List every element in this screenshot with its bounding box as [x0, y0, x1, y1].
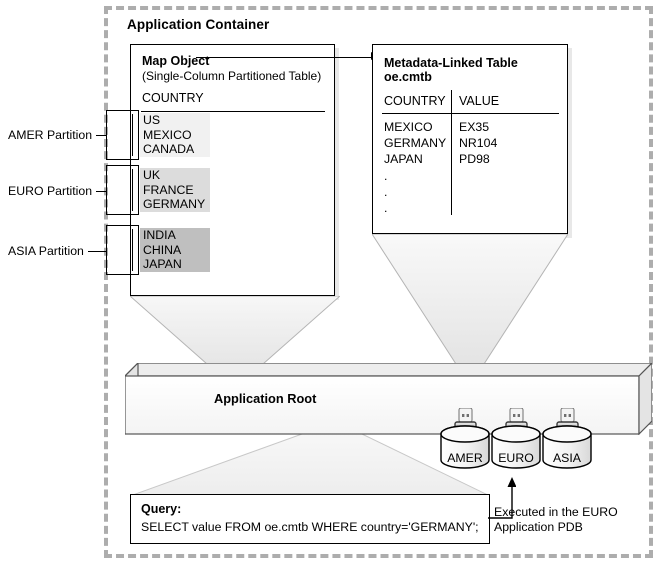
application-container-title: Application Container	[127, 17, 270, 32]
application-root-label: Application Root	[214, 391, 317, 406]
table-continuation-dot: .	[384, 185, 388, 199]
table-row: MEXICO EX35	[384, 120, 489, 136]
partition-leader-amer	[96, 135, 107, 136]
query-box: Query: SELECT value FROM oe.cmtb WHERE c…	[130, 494, 490, 544]
partition-values-amer: US MEXICO CANADA	[140, 113, 210, 157]
application-container-boundary	[104, 6, 653, 558]
partition-label-asia: ASIA Partition	[8, 244, 84, 258]
cell-country: MEXICO	[384, 120, 433, 134]
country-link-line	[196, 57, 376, 58]
map-object-title: Map Object	[142, 54, 210, 68]
pdb-cylinder-amer[interactable]	[439, 408, 491, 478]
partition-label-amer: AMER Partition	[8, 128, 93, 142]
query-title: Query:	[141, 502, 182, 516]
query-to-euro-arrow	[486, 476, 516, 520]
pdb-cylinder-asia[interactable]	[541, 408, 593, 478]
metadata-linked-table-box: Metadata-Linked Table oe.cmtb COUNTRY VA…	[372, 44, 568, 234]
country-value: FRANCE	[143, 182, 194, 197]
pdb-label-asia: ASIA	[552, 451, 582, 465]
table-row: GERMANY NR104	[384, 136, 497, 152]
country-value: US	[143, 113, 161, 127]
execution-annotation: Executed in the EURO Application PDB	[494, 505, 618, 534]
country-value: GERMANY	[143, 197, 206, 212]
query-statement: SELECT value FROM oe.cmtb WHERE country=…	[141, 520, 479, 534]
cell-country: JAPAN	[384, 152, 423, 166]
pdb-cylinder-euro[interactable]	[490, 408, 542, 478]
partition-bracket-asia	[106, 225, 139, 275]
country-value: MEXICO	[143, 127, 192, 142]
funnel-root-to-query	[130, 434, 490, 496]
application-root-slab	[125, 363, 652, 435]
cell-value: EX35	[459, 120, 490, 134]
funnel-map-object-to-root	[130, 296, 340, 364]
partition-label-euro: EURO Partition	[8, 184, 93, 198]
country-value: INDIA	[143, 228, 176, 242]
metadata-header-rule	[382, 113, 559, 114]
pdb-label-amer: AMER	[447, 451, 483, 465]
partition-values-euro: UK FRANCE GERMANY	[140, 168, 210, 212]
table-row: JAPAN PD98	[384, 152, 490, 168]
country-value: UK	[143, 168, 161, 182]
country-value: CHINA	[143, 242, 182, 257]
partition-bracket-euro	[106, 165, 139, 215]
pdb-label-euro: EURO	[498, 451, 534, 465]
map-object-column-name: COUNTRY	[142, 91, 204, 105]
table-continuation-dot: .	[384, 169, 388, 183]
cell-value: NR104	[459, 136, 498, 150]
cell-country: GERMANY	[384, 136, 447, 150]
country-value: CANADA	[143, 142, 195, 157]
metadata-rows: MEXICO EX35 GERMANY NR104 JAPAN PD98 . .…	[384, 120, 497, 216]
metadata-column-divider	[451, 90, 452, 215]
metadata-header-value: VALUE	[459, 94, 500, 108]
country-value: JAPAN	[143, 257, 182, 272]
partition-leader-asia	[88, 251, 107, 252]
partition-leader-euro	[96, 191, 107, 192]
funnel-metadata-table-to-root	[372, 234, 568, 364]
table-continuation-dot: .	[384, 201, 388, 215]
metadata-table-title: Metadata-Linked Table oe.cmtb	[384, 56, 518, 84]
partition-values-asia: INDIA CHINA JAPAN	[140, 228, 210, 272]
metadata-header-country: COUNTRY	[384, 94, 446, 108]
partition-bracket-amer	[106, 110, 139, 160]
map-object-column-rule	[141, 111, 325, 112]
cell-value: PD98	[459, 152, 490, 166]
map-object-subtitle: (Single-Column Partitioned Table)	[142, 69, 322, 83]
